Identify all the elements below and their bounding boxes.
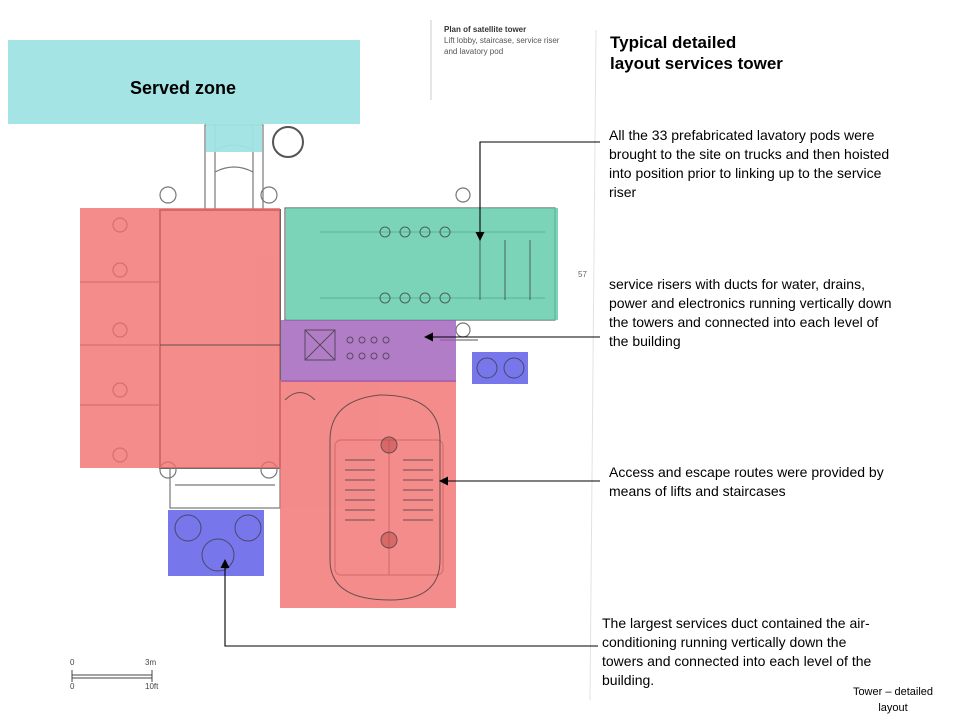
service-riser-zone — [281, 320, 456, 382]
footer-line-2: layout — [878, 702, 908, 714]
plan-caption: Plan of satellite tower Lift lobby, stai… — [444, 24, 559, 57]
scale-bar — [71, 670, 153, 682]
duct-leader — [220, 559, 598, 647]
lavatory-note-line-1: All the 33 prefabricated lavatory pods w… — [609, 127, 875, 143]
access-zone — [80, 208, 456, 608]
plan-caption-heading: Plan of satellite tower — [444, 25, 527, 34]
lavatory-leader — [475, 141, 600, 241]
lavatory-note-line-3: into position prior to linking up to the… — [609, 165, 882, 181]
served-zone — [8, 40, 360, 152]
access-note-line-2: means of lifts and staircases — [609, 483, 786, 499]
lavatory-note: All the 33 prefabricated lavatory pods w… — [609, 126, 949, 202]
scale-three-m: 3m — [145, 658, 157, 667]
riser-note-line-2: power and electronics running vertically… — [609, 295, 892, 311]
duct-note-line-1: The largest services duct contained the … — [602, 615, 870, 631]
lavatory-note-line-4: riser — [609, 184, 637, 200]
duct-note: The largest services duct contained the … — [602, 614, 932, 690]
served-zone-label: Served zone — [130, 78, 237, 98]
plan-details — [160, 226, 531, 601]
services-duct-zone — [168, 352, 528, 576]
duct-note-line-3: towers and connected into each level of … — [602, 653, 872, 669]
duct-note-line-4: building. — [602, 672, 655, 688]
scale-ten-ft: 10ft — [145, 682, 159, 691]
access-note: Access and escape routes were provided b… — [609, 463, 949, 501]
scale-zero-m: 0 — [70, 658, 75, 667]
scale-zero-ft: 0 — [70, 682, 75, 691]
riser-note: service risers with ducts for water, dra… — [609, 275, 949, 351]
plan-caption-line-1: Lift lobby, staircase, service riser — [444, 36, 560, 45]
riser-note-line-3: the towers and connected into each level… — [609, 314, 879, 330]
page-title-line-1: Typical detailed — [610, 33, 737, 52]
lavatory-note-line-2: brought to the site on trucks and then h… — [609, 146, 890, 162]
riser-note-line-4: the building — [609, 333, 681, 349]
page-title-line-2: layout services tower — [610, 54, 783, 73]
footer-caption: Tower – detailed layout — [838, 684, 948, 716]
duct-note-line-2: conditioning running vertically down the — [602, 634, 847, 650]
riser-note-line-1: service risers with ducts for water, dra… — [609, 276, 865, 292]
plan-caption-line-2: and lavatory pod — [444, 47, 504, 56]
lavatory-pod-zone — [286, 208, 558, 320]
plan-number: 57 — [578, 270, 587, 279]
footer-line-1: Tower – detailed — [852, 686, 934, 698]
leader-lines — [220, 141, 600, 647]
page-title: Typical detailed layout services tower — [610, 32, 783, 74]
access-note-line-1: Access and escape routes were provided b… — [609, 464, 884, 480]
